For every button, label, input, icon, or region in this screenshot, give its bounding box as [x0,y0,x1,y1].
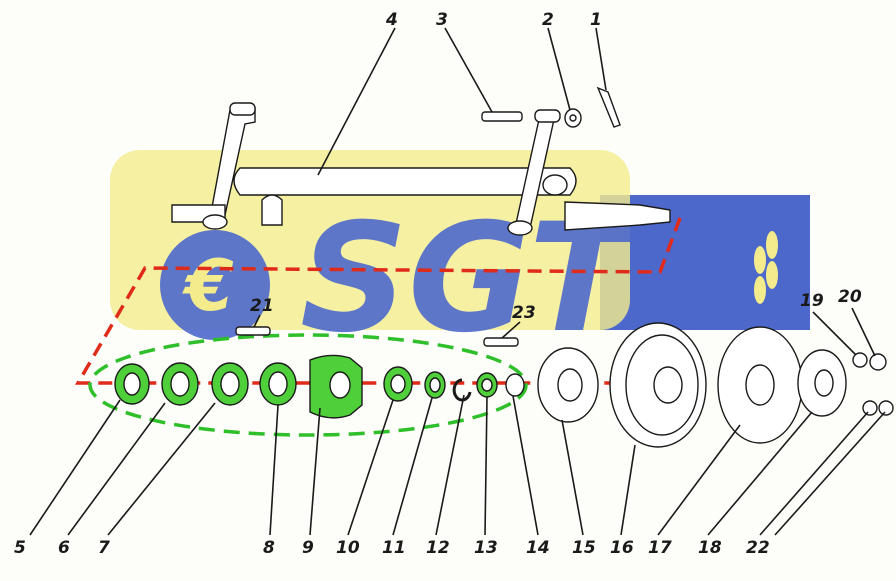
bearing-10-bore [390,374,406,394]
right-bushing [542,174,568,196]
watermark-euro: € [182,245,234,327]
wheat-icon [754,231,778,304]
label-16: 16 [610,538,634,558]
label-15: 15 [572,538,596,558]
bolt-23 [483,337,519,347]
washer-2-hole [569,114,577,122]
label-5: 5 [14,538,26,558]
disc-17-bore [745,364,775,406]
circlip-12 [452,378,472,402]
split-pin-1 [596,86,621,128]
label-1: 1 [590,10,602,30]
part-labels: 1 2 3 4 5 6 7 8 9 10 11 12 13 14 15 16 1… [14,10,862,558]
label-3: 3 [436,10,448,30]
label-22: 22 [746,538,770,558]
leader-lines [29,27,886,536]
bearing-8-bore [268,371,288,397]
nut-22a [862,400,878,416]
label-4: 4 [385,10,398,30]
label-23: 23 [512,303,536,323]
right-parts [537,322,894,448]
watermark-euro-circle [160,230,270,340]
right-arm-pin [534,109,561,123]
label-11: 11 [382,538,406,558]
green-group-outline [88,333,528,437]
label-8: 8 [263,538,275,558]
label-12: 12 [426,538,450,558]
label-7: 7 [98,538,110,558]
label-21: 21 [250,296,274,316]
nut-22b [878,400,894,416]
nut-20 [869,353,887,371]
label-18: 18 [698,538,722,558]
bearing-7-bore [220,371,240,397]
hub-9-bore [329,371,351,399]
left-sleeve [261,194,283,226]
label-19: 19 [800,291,824,311]
ring-13-bore [481,378,493,392]
label-9: 9 [302,538,314,558]
ring-14 [505,373,525,397]
label-13: 13 [474,538,498,558]
left-arm-end [202,214,228,230]
washer-19 [852,352,868,368]
right-arm-end [507,220,533,236]
label-14: 14 [526,538,550,558]
seal-6-bore [170,371,190,397]
tapered-stub-axle [564,201,671,231]
left-arm-pin [229,102,256,116]
bolt-21 [235,326,271,336]
ring-11-bore [429,377,441,393]
label-6: 6 [58,538,70,558]
label-20: 20 [838,287,862,307]
highlighted-parts [114,354,525,419]
bearing-5-bore [123,372,141,396]
flange-18-bore [814,369,834,397]
label-17: 17 [648,538,672,558]
shaft-assembly [171,102,671,236]
top-fasteners [481,86,621,128]
flange-15-bore [557,368,583,402]
label-2: 2 [542,10,554,30]
drum-16-bore [653,366,683,404]
label-10: 10 [336,538,360,558]
bolt-3 [481,111,523,122]
main-shaft [233,167,577,196]
